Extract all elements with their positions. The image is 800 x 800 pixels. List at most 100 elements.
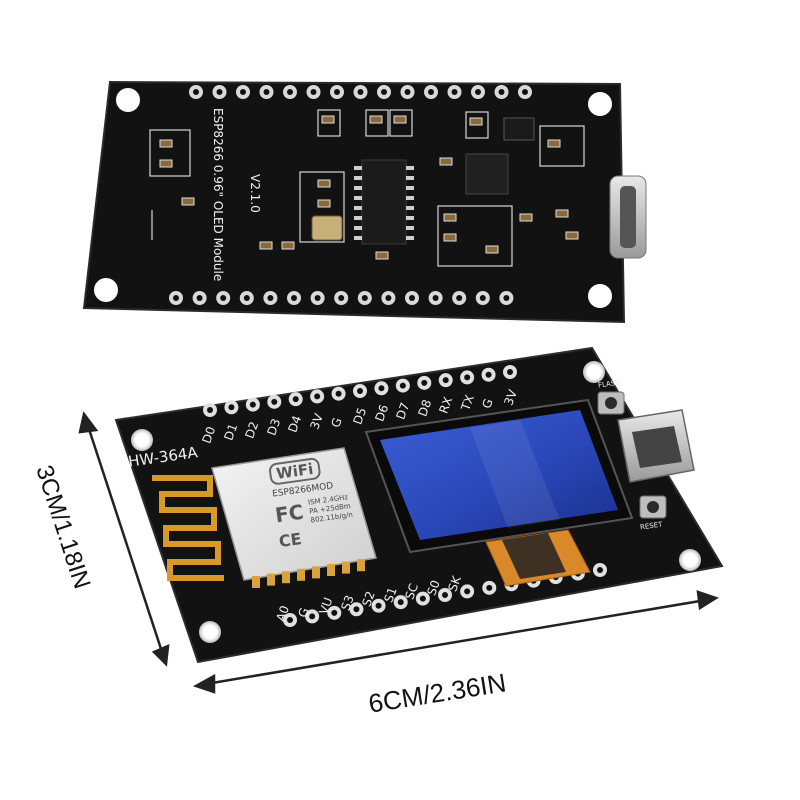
chip-pin	[354, 166, 362, 170]
header-hole	[287, 617, 293, 623]
fc-mark: FC	[273, 499, 305, 528]
chip-pin	[354, 226, 362, 230]
chip-pin	[406, 236, 414, 240]
header-hole	[263, 89, 270, 95]
driver-chip	[361, 159, 407, 245]
smd-part	[547, 139, 561, 148]
smd-part	[159, 159, 173, 168]
mount-hole	[199, 621, 221, 643]
header-hole	[385, 295, 392, 301]
module-pin	[267, 573, 275, 586]
module-pin	[282, 571, 290, 584]
back-module-text: ESP8266 0.96" OLED Module	[211, 108, 225, 282]
flash-button[interactable]	[597, 391, 625, 415]
header-hole	[479, 295, 486, 301]
module-castellated-pins	[252, 559, 365, 588]
header-hole	[503, 295, 510, 301]
header-hole	[287, 89, 293, 95]
back-bottom-pin-row	[169, 291, 514, 305]
chip-pin	[406, 206, 414, 210]
smd-part	[519, 213, 533, 222]
smd-part	[485, 245, 499, 254]
smd-part	[281, 241, 295, 250]
header-hole	[442, 377, 449, 384]
chip-pins	[354, 166, 414, 240]
chip-pin	[406, 226, 414, 230]
header-hole	[361, 295, 368, 301]
header-hole	[207, 407, 213, 413]
header-hole	[309, 613, 316, 620]
module-pin	[312, 566, 320, 579]
header-hole	[331, 609, 338, 616]
header-hole	[196, 295, 203, 301]
header-hole	[335, 390, 342, 397]
header-hole	[314, 393, 321, 400]
chip-pin	[406, 186, 414, 190]
header-hole	[464, 374, 471, 381]
module-pin	[357, 559, 365, 572]
back-version-text: V2.1.0	[248, 174, 262, 213]
smd-part	[181, 197, 195, 206]
smd-part	[317, 179, 331, 188]
chip-pin	[406, 166, 414, 170]
header-hole	[442, 592, 448, 598]
chip-pin	[354, 196, 362, 200]
reset-button[interactable]	[639, 495, 667, 519]
header-hole	[271, 398, 278, 405]
header-hole	[173, 295, 179, 301]
mount-hole	[94, 278, 118, 302]
header-hole	[486, 584, 493, 591]
oled-display	[364, 398, 634, 587]
smd-part	[369, 115, 383, 124]
mount-hole	[583, 361, 605, 383]
header-hole	[375, 602, 382, 609]
voltage-regulator	[465, 153, 509, 195]
chip-pin	[354, 216, 362, 220]
header-hole	[404, 89, 411, 95]
header-hole	[464, 588, 471, 595]
chip-pin	[354, 186, 362, 190]
module-pin	[252, 576, 260, 588]
header-hole	[409, 295, 415, 301]
header-hole	[432, 295, 439, 301]
header-hole	[485, 371, 492, 378]
module-pin	[342, 561, 350, 574]
header-hole	[357, 388, 363, 394]
module-pin	[327, 564, 335, 576]
header-hole	[428, 89, 434, 95]
header-hole	[267, 295, 274, 301]
header-hole	[291, 295, 297, 301]
module-pin	[297, 568, 305, 581]
header-hole	[421, 379, 428, 386]
header-hole	[451, 89, 458, 95]
smd-components	[159, 115, 579, 260]
back-silkscreen	[149, 109, 585, 267]
header-hole	[338, 295, 345, 301]
smd-part	[443, 213, 457, 222]
pcb-antenna	[152, 475, 224, 581]
usb-c-port	[617, 409, 695, 483]
esp8266-module	[211, 447, 377, 588]
chip-pin	[406, 216, 414, 220]
smd-part	[439, 157, 453, 166]
header-hole	[399, 382, 406, 389]
smd-part	[375, 251, 389, 260]
smd-part	[259, 241, 273, 250]
back-board	[82, 80, 647, 324]
dimension-arrows	[78, 411, 719, 694]
header-hole	[292, 396, 299, 403]
mount-hole	[679, 549, 701, 571]
mount-hole	[116, 88, 140, 112]
header-hole	[243, 295, 250, 301]
header-hole	[228, 404, 235, 411]
header-hole	[507, 369, 513, 375]
header-hole	[381, 89, 387, 95]
header-hole	[456, 295, 463, 301]
crystal	[311, 215, 343, 241]
chip-pin	[406, 176, 414, 180]
mount-hole	[588, 284, 612, 308]
mount-hole	[131, 429, 153, 451]
header-hole	[357, 89, 364, 95]
header-hole	[597, 567, 603, 573]
header-hole	[397, 599, 404, 606]
